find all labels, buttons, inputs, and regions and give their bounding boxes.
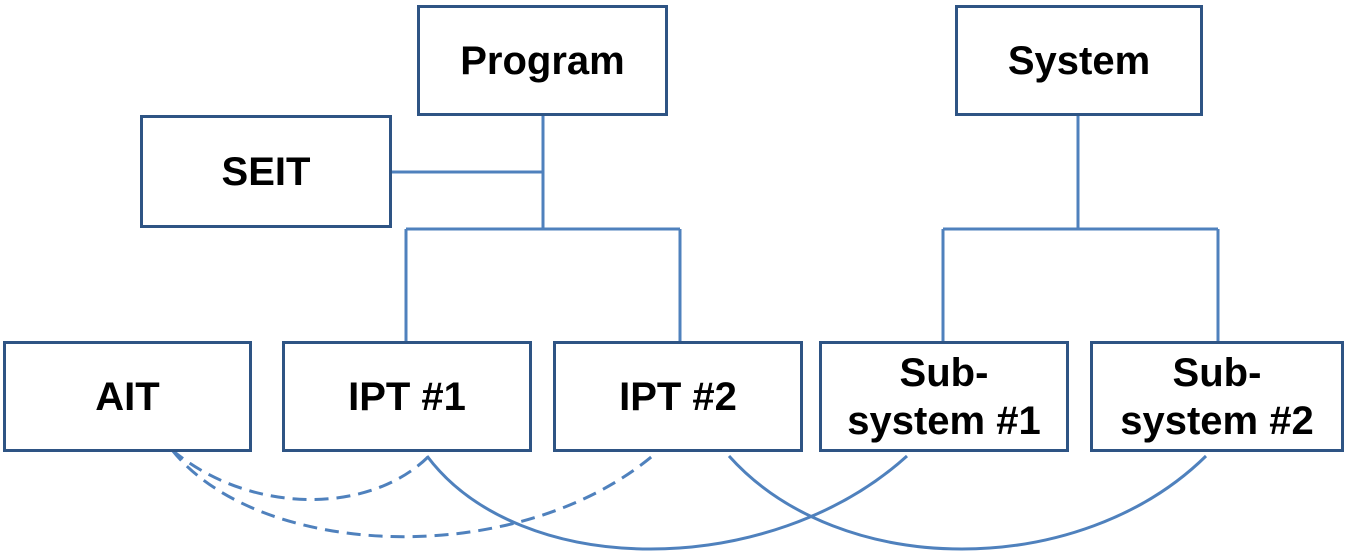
ipt2-subsystem2-arc <box>727 454 1208 551</box>
ait-label: AIT <box>95 374 160 419</box>
solid-cross-links <box>425 454 1208 551</box>
subsystem2-label: Sub- system #2 <box>1120 350 1314 443</box>
ipt2-box: IPT #2 <box>553 341 803 452</box>
dashed-cross-links <box>170 448 657 539</box>
ait-ipt2-arc <box>170 449 657 539</box>
seit-box: SEIT <box>140 115 392 228</box>
ipt1-box: IPT #1 <box>282 341 532 452</box>
program-connectors <box>392 116 682 341</box>
system-label: System <box>1007 38 1151 83</box>
system-connectors <box>941 116 1220 341</box>
seit-label: SEIT <box>221 149 311 194</box>
ipt2-label: IPT #2 <box>619 374 737 419</box>
subsystem1-label: Sub- system #1 <box>847 350 1041 443</box>
ait-box: AIT <box>3 341 252 452</box>
program-box: Program <box>417 5 668 116</box>
ait-ipt1-arc <box>171 448 431 501</box>
subsystem1-box: Sub- system #1 <box>819 341 1069 452</box>
ipt1-subsystem1-arc <box>425 454 909 551</box>
subsystem2-box: Sub- system #2 <box>1090 341 1344 452</box>
program-label: Program <box>460 38 625 83</box>
ipt1-label: IPT #1 <box>348 374 466 419</box>
system-box: System <box>955 5 1203 116</box>
